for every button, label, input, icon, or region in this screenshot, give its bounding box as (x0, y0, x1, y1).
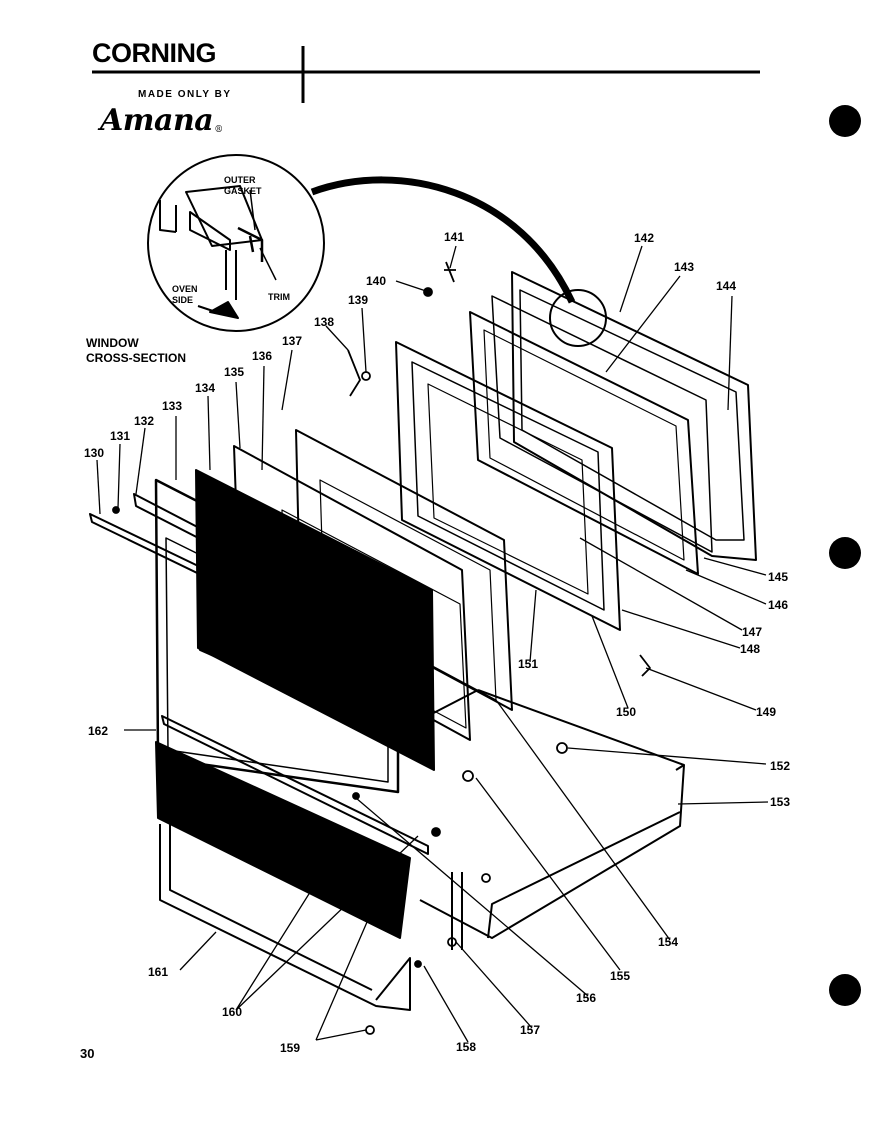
part-137: 137 (282, 334, 302, 348)
part-140: 140 (366, 274, 386, 288)
part-131: 131 (110, 429, 130, 443)
part-141: 141 (444, 230, 464, 244)
part-156: 156 (576, 991, 596, 1005)
part-160: 160 (222, 1005, 242, 1019)
amana-logo-text: Amana (100, 103, 214, 138)
gasket-label-2: GASKET (224, 186, 262, 196)
part-130: 130 (84, 446, 104, 460)
part-151: 151 (518, 657, 538, 671)
part-133: 133 (162, 399, 182, 413)
part-154: 154 (658, 935, 678, 949)
part-161: 161 (148, 965, 168, 979)
part-153: 153 (770, 795, 790, 809)
outer-label-1: OUTER (224, 175, 256, 185)
part-138: 138 (314, 315, 334, 329)
drawer-assembly (155, 689, 685, 1011)
part-146: 146 (768, 598, 788, 612)
part-144: 144 (716, 279, 736, 293)
part-158: 158 (456, 1040, 476, 1054)
trim-label: TRIM (268, 292, 290, 302)
part-136: 136 (252, 349, 272, 363)
detail-arc (310, 176, 576, 304)
part-134: 134 (195, 381, 215, 395)
binder-hole-middle (829, 537, 861, 569)
amana-logo: Amana® (100, 103, 223, 138)
part-145: 145 (768, 570, 788, 584)
caption-line-2: CROSS-SECTION (86, 351, 187, 365)
binder-hole-bottom (829, 974, 861, 1006)
page-number: 30 (80, 1046, 95, 1061)
caption-line-1: WINDOW (86, 336, 139, 350)
cross-section-inset (147, 154, 325, 332)
part-139: 139 (348, 293, 368, 307)
part-132: 132 (134, 414, 154, 428)
part-147: 147 (742, 625, 762, 639)
made-by-text: MADE ONLY BY (138, 89, 232, 100)
part-143: 143 (674, 260, 694, 274)
part-152: 152 (770, 759, 790, 773)
window-cross-section-caption: WINDOW CROSS-SECTION (86, 336, 186, 366)
side-label-2: SIDE (172, 295, 193, 305)
binder-hole-top (829, 105, 861, 137)
door-panels (89, 271, 757, 794)
part-150: 150 (616, 705, 636, 719)
part-148: 148 (740, 642, 760, 656)
part-155: 155 (610, 969, 630, 983)
leader-lines (96, 245, 769, 1043)
oven-label-1: OVEN (172, 284, 198, 294)
part-159: 159 (280, 1041, 300, 1055)
part-135: 135 (224, 365, 244, 379)
part-142: 142 (634, 231, 654, 245)
part-149: 149 (756, 705, 776, 719)
part-162: 162 (88, 724, 108, 738)
brand-title: CORNING (92, 38, 217, 68)
part-157: 157 (520, 1023, 540, 1037)
